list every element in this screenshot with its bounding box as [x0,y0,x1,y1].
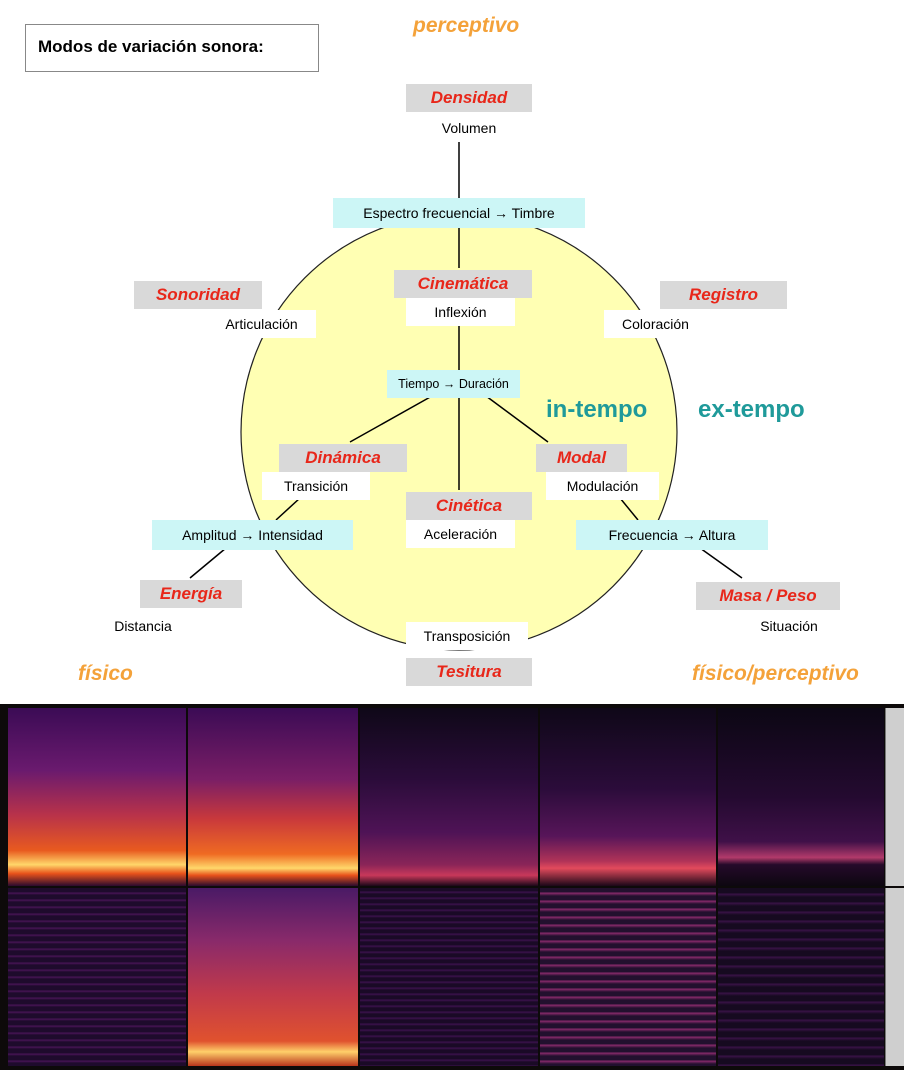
mode-energia: Energía [140,580,242,608]
spectrogram-bottom-5 [718,888,884,1066]
mode-modal: Modal [536,444,627,472]
spectrogram-bottom-4 [540,888,716,1066]
spectrogram-top-2 [188,708,358,886]
diagram-title: Modos de variación sonora: [25,24,319,72]
sound-variation-diagram: Modos de variación sonora: perceptivo fí… [25,14,859,686]
attr-articulacion: Articulación [207,310,316,338]
frequency-scale-top [885,708,904,886]
line-frecuencia-masa [699,547,743,579]
attr-distancia: Distancia [114,618,172,634]
axis-spectrum: Espectro frecuencial → Timbre [333,198,585,228]
spectrogram-top-4 [540,708,716,886]
line-time-modal [485,395,549,443]
in-tempo-label: in-tempo [546,396,648,423]
corner-label-top: perceptivo [413,14,520,37]
axis-time: Tiempo → Duración [387,370,520,398]
attr-modulacion: Modulación [546,472,659,500]
attr-inflexion: Inflexión [406,298,515,326]
ex-tempo-label: ex-tempo [698,396,805,423]
mode-cinetica: Cinética [406,492,532,520]
attr-aceleracion: Aceleración [406,520,515,548]
spectrogram-top-3 [360,708,538,886]
mode-masa-peso: Masa / Peso [696,582,840,610]
spectrogram-bottom-2 [188,888,358,1066]
attr-transicion: Transición [262,472,370,500]
frequency-scale-bottom [885,888,904,1066]
line-time-dinamica [349,395,433,443]
line-amplitud-energia [189,547,227,579]
line-transicion-amplitud [275,497,301,521]
spectrogram-bottom-1 [8,888,186,1066]
axis-amplitude: Amplitud → Intensidad [152,520,353,550]
spectrogram-top-5 [718,708,884,886]
spectrogram-top-1 [8,708,186,886]
attr-transposicion: Transposición [406,622,528,650]
attr-situacion: Situación [760,618,818,634]
axis-frequency: Frecuencia → Altura [576,520,768,550]
spectrogram-image [0,704,904,1070]
mode-tesitura: Tesitura [406,658,532,686]
line-modulacion-frecuencia [619,497,639,521]
mode-dinamica: Dinámica [279,444,407,472]
mode-sonoridad: Sonoridad [134,281,262,309]
mode-registro: Registro [660,281,787,309]
corner-label-bottom-right: físico/perceptivo [692,662,859,685]
attr-volumen: Volumen [420,114,518,142]
corner-label-bottom-left: físico [78,662,133,685]
mode-cinematica: Cinemática [394,270,532,298]
attr-coloracion: Coloración [604,310,707,338]
spectrogram-bottom-3 [360,888,538,1066]
mode-densidad: Densidad [406,84,532,112]
